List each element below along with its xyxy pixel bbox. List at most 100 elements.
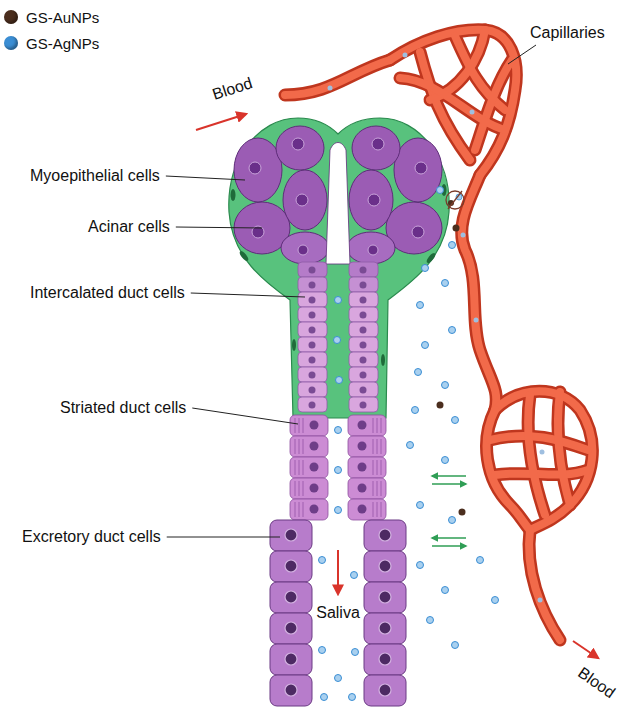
acinar-cell: [347, 232, 395, 264]
legend-swatch: [4, 10, 18, 24]
duct-cell: [364, 675, 406, 706]
duct-cell: [298, 382, 327, 397]
vessel: [400, 78, 505, 130]
leader-lines: [166, 45, 536, 537]
nanoparticle: [437, 402, 444, 409]
duct-cell: [348, 478, 386, 499]
nucleus: [249, 162, 261, 174]
nanoparticle: [449, 327, 456, 334]
nucleus: [360, 402, 367, 409]
nucleus: [358, 463, 367, 472]
nanoparticle: [319, 647, 326, 654]
duct-cell: [364, 644, 406, 675]
silver-nanoparticles: [319, 187, 499, 701]
gold-nanoparticles: [437, 225, 466, 516]
duct-cell: [298, 262, 327, 277]
duct-cell: [364, 613, 406, 644]
myoepithelial-layer: [229, 118, 449, 418]
vessel: [558, 392, 570, 505]
duct-cell: [298, 292, 327, 307]
duct-cell: [298, 352, 327, 367]
blood-cell: [474, 318, 479, 323]
vessel: [529, 530, 560, 640]
nucleus: [309, 282, 316, 289]
flow-label: Blood: [210, 74, 254, 104]
blocked-symbol: [446, 191, 464, 209]
acinar-cell: [283, 170, 327, 230]
blood-cells: [328, 53, 545, 603]
vessel: [462, 175, 497, 410]
nanoparticle: [335, 297, 342, 304]
leader-line: [508, 45, 536, 64]
duct-cell: [270, 551, 312, 582]
nucleus: [358, 484, 367, 493]
flow-arrow: [573, 641, 598, 658]
duct-cell: [298, 367, 327, 382]
intercalated-duct-cells: [298, 262, 378, 412]
duct-cell: [298, 307, 327, 322]
vessel: [529, 530, 560, 640]
blood-cell: [403, 53, 408, 58]
part-label: Acinar cells: [88, 218, 170, 236]
nucleus: [415, 162, 427, 174]
duct-cell: [270, 644, 312, 675]
excretory-nuclei: [285, 529, 391, 696]
nanoparticle: [351, 572, 358, 579]
nanoparticle: [459, 509, 466, 516]
nanoparticle: [449, 242, 456, 249]
nanoparticle: [442, 280, 449, 287]
nanoparticle: [352, 649, 359, 656]
duct-cell: [348, 499, 386, 520]
vessel: [528, 395, 545, 515]
exchange-arrow: [432, 545, 466, 547]
duct-cell: [348, 436, 386, 457]
leader-line: [166, 176, 245, 180]
nanoparticle: [412, 407, 419, 414]
nucleus: [310, 484, 319, 493]
duct-cell: [270, 582, 312, 613]
nucleus: [309, 327, 316, 334]
nucleus: [360, 312, 367, 319]
blood-cell: [328, 86, 333, 91]
intercalated-nuclei: [309, 267, 367, 409]
nucleus: [368, 194, 380, 206]
nucleus: [309, 312, 316, 319]
vessel: [528, 395, 545, 515]
acinar-cell: [234, 138, 282, 202]
nanoparticle: [442, 457, 449, 464]
nanoparticle: [449, 517, 456, 524]
nucleus: [285, 684, 297, 696]
duct-cell: [349, 292, 378, 307]
nucleus: [310, 442, 319, 451]
nucleus: [310, 463, 319, 472]
nucleus: [379, 684, 391, 696]
nucleus: [360, 387, 367, 394]
duct-cell: [349, 277, 378, 292]
nucleus: [310, 505, 319, 514]
nucleus: [360, 297, 367, 304]
nucleus: [360, 372, 367, 379]
nucleus: [381, 354, 385, 366]
nucleus: [358, 421, 367, 430]
nucleus: [285, 653, 297, 665]
legend: GS-AuNPsGS-AgNPs: [4, 4, 99, 56]
duct-cell: [290, 457, 328, 478]
flow-arrow: [337, 550, 339, 594]
nanoparticle: [321, 694, 328, 701]
blood-cell: [461, 233, 466, 238]
nucleus: [285, 560, 297, 572]
legend-row: GS-AuNPs: [4, 4, 99, 30]
nanoparticle: [349, 694, 356, 701]
nanoparticle: [442, 587, 449, 594]
acinar-cell: [394, 138, 442, 202]
duct-cell: [290, 415, 328, 436]
vessel: [285, 60, 390, 95]
nucleus: [285, 622, 297, 634]
blocked-ring: [446, 191, 464, 209]
duct-cell: [364, 582, 406, 613]
vessel: [462, 175, 497, 410]
duct-cell: [290, 478, 328, 499]
duct-cell: [298, 397, 327, 412]
